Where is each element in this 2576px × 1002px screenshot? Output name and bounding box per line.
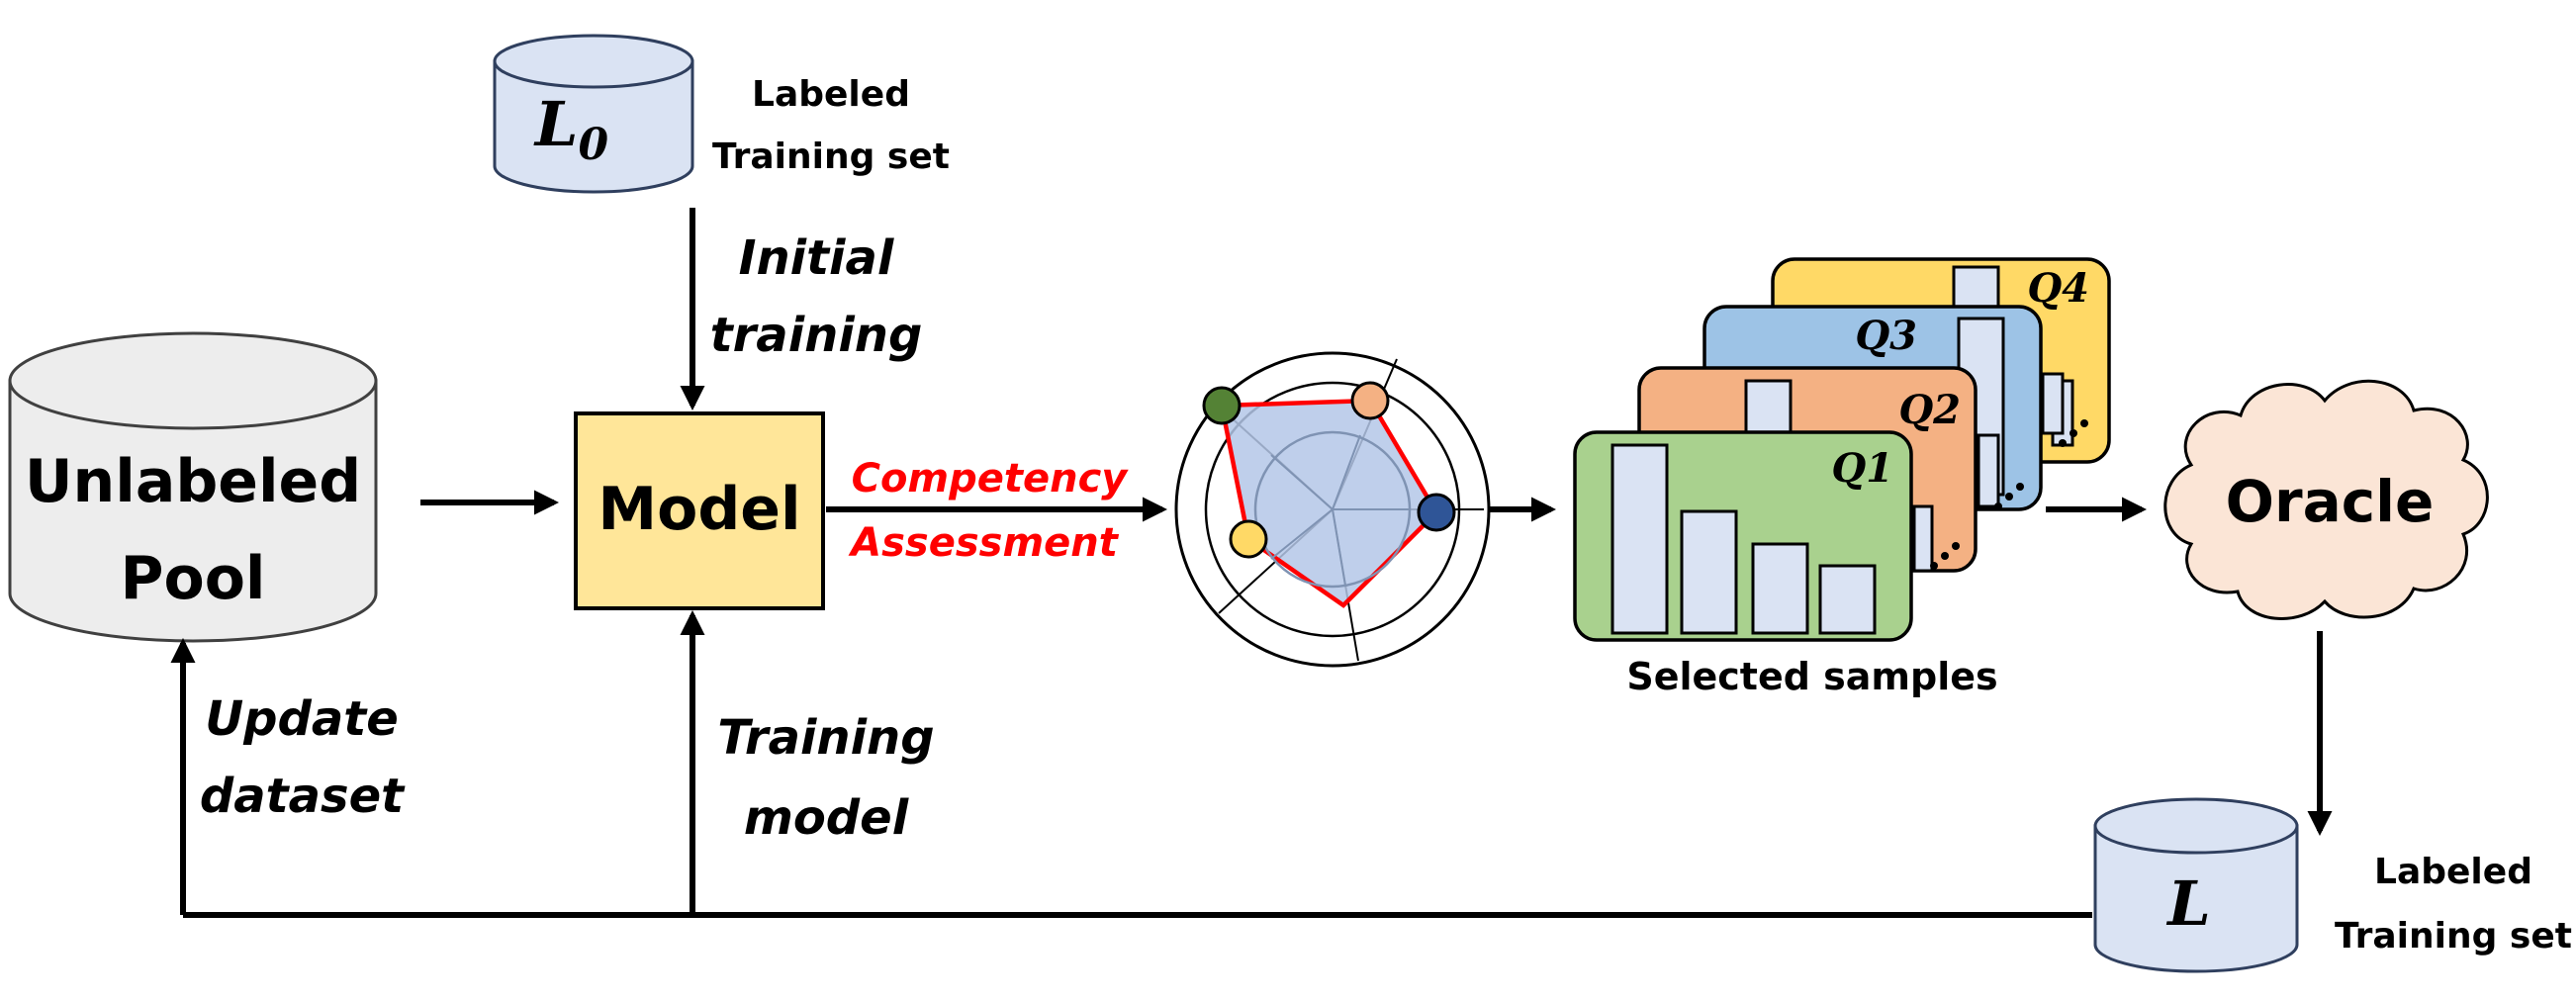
cylinder-l0-top (493, 34, 694, 89)
cylinder-l0-body (493, 59, 694, 194)
l-caption-line2: Training set (2335, 916, 2572, 956)
sample-bar (1610, 443, 1669, 635)
svg-text:Q2: Q2 (1898, 387, 1961, 433)
selected-samples-caption: Selected samples (1626, 655, 1997, 698)
cylinder-pool-body (8, 379, 378, 643)
l0-subscript: 0 (578, 120, 608, 170)
svg-text:L0: L0 (533, 88, 609, 170)
radar-inner-spoke (1332, 508, 1346, 587)
svg-text:Q4: Q4 (2027, 265, 2089, 312)
q3-prefix: Q (1855, 313, 1889, 359)
radar-inner-spoke (1270, 454, 1334, 510)
q4-prefix: Q (2027, 265, 2062, 312)
training-model-line2: model (744, 790, 909, 846)
pool-label-line1: Unlabeled (25, 447, 361, 516)
radar-point-yellow (1229, 519, 1268, 559)
q1-prefix: Q (1831, 445, 1866, 492)
sample-bar (1912, 504, 1934, 573)
initial-training-line1: Initial (739, 230, 894, 286)
competency-line2: Assessment (848, 520, 1120, 566)
oracle-cloud: Oracle (2163, 379, 2489, 620)
labeled-final-set: L (2093, 797, 2299, 973)
model-box: Model (574, 411, 825, 610)
pool-label-line2: Pool (121, 544, 266, 613)
radar-inner-spoke (1270, 508, 1334, 560)
initial-training-line2: training (710, 308, 923, 363)
radar-point-blue (1417, 493, 1456, 532)
l0-caption-line2: Training set (712, 137, 950, 177)
l0-symbol: L (533, 88, 579, 160)
oracle-label: Oracle (2226, 468, 2435, 535)
competency-line1: Competency (852, 456, 1130, 501)
l-symbol: L (2165, 867, 2211, 940)
cylinder-l-body (2093, 824, 2299, 973)
q2-prefix: Q (1898, 387, 1933, 433)
svg-text:Q1: Q1 (1831, 445, 1893, 492)
sample-bar (1751, 542, 1809, 635)
update-dataset-line1: Update (205, 691, 399, 747)
radar-inner-spoke (1332, 434, 1361, 510)
unlabeled-pool: Unlabeled Pool (8, 331, 378, 643)
radar-point-green (1202, 386, 1242, 425)
update-dataset-line2: dataset (200, 769, 406, 824)
q4-index: 4 (2062, 265, 2089, 312)
labeled-initial-set: L0 (493, 34, 694, 194)
radar-chart (1174, 351, 1491, 668)
ellipsis-dots (1930, 419, 2088, 570)
cylinder-l-top (2093, 797, 2299, 855)
cylinder-pool-top (8, 331, 378, 430)
l0-caption-line1: Labeled (752, 74, 910, 115)
model-label: Model (598, 475, 800, 544)
radar-point-orange (1350, 381, 1390, 420)
training-model-line1: Training (717, 710, 934, 766)
q1-index: 1 (1866, 445, 1893, 492)
sample-bar (1680, 509, 1738, 635)
sample-bar (1818, 564, 1877, 635)
query-card-q1: Q1 (1573, 430, 1913, 642)
sample-bar (2041, 372, 2065, 435)
l-caption-line1: Labeled (2374, 852, 2532, 892)
sample-bar (1977, 433, 2000, 508)
q2-index: 2 (1932, 387, 1961, 433)
svg-text:Q3: Q3 (1855, 313, 1917, 359)
q3-index: 3 (1889, 313, 1917, 359)
